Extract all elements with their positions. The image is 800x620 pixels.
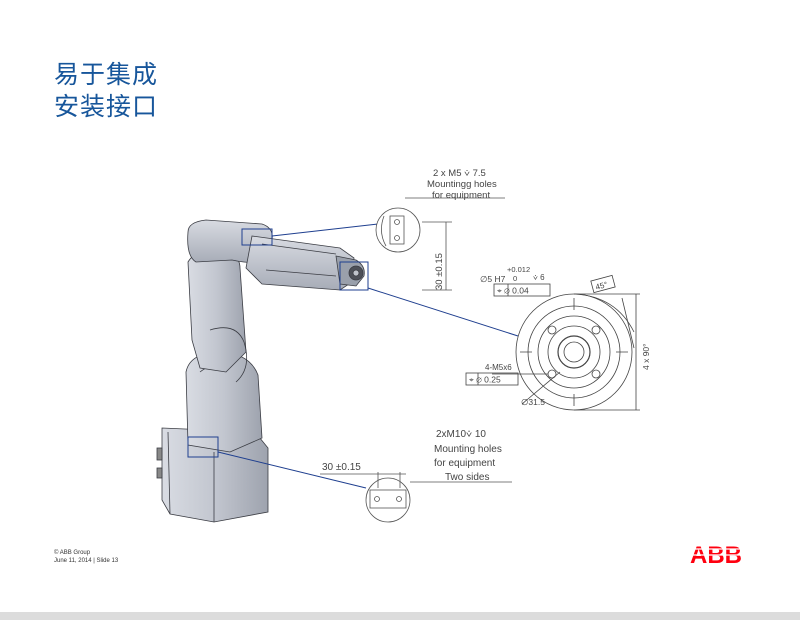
abb-logo: ABB [690, 542, 750, 567]
top-dimension: 30 ±0.15 [434, 253, 445, 290]
flange-pcd: ∅31.5 [521, 397, 545, 407]
bottom-bar [0, 612, 800, 620]
slide-title-line1: 易于集成 [54, 60, 159, 89]
robot-illustration [156, 219, 369, 523]
base-callout-line1: 2xM10⩒ 10 [436, 429, 486, 440]
highlight-box-base [187, 436, 219, 458]
flange-depth: ⩒ 6 [533, 273, 545, 282]
base-callout-line3: for equipment [434, 458, 495, 469]
footer: © ABB Group June 11, 2014 | Slide 13 [54, 549, 118, 565]
base-callout-line4: Two sides [445, 472, 489, 483]
top-callout-line2: Mountingg holes [427, 179, 497, 190]
flange-angle: 45° [594, 280, 608, 292]
robot-upper-arm [245, 235, 355, 291]
flange-tol-upper: +0.012 [507, 265, 530, 274]
flange-bore: ∅5 H7 [480, 274, 506, 284]
flange-holes: 4-M5x6 [485, 363, 512, 372]
footer-copyright: © ABB Group [54, 550, 91, 556]
leader-lines [217, 223, 519, 489]
robot-lower-arm [187, 249, 247, 373]
base-detail [320, 472, 512, 523]
flange-bore-callout: ∅5 H7 +0.012 0 ⩒ 6 ⌖ ∅ 0.04 [480, 265, 551, 297]
flange-angle-repeat: 4 x 90° [641, 343, 651, 370]
base-callout-line2: Mounting holes [434, 444, 502, 455]
top-callout-line1: 2 x M5 ⩒ 7.5 [433, 168, 486, 179]
flange-angle-callout: 45° [590, 274, 616, 294]
flange-tol-lower: 0 [513, 274, 517, 283]
flange-holes-tol: ⌖ ∅ 0.25 [469, 375, 501, 385]
flange-position-tol: ⌖ ∅ 0.04 [497, 286, 529, 296]
top-detail [375, 197, 505, 291]
footer-date-slide: June 11, 2014 | Slide 13 [54, 558, 119, 564]
highlight-box-top [241, 228, 273, 246]
highlight-box-flange [339, 261, 369, 291]
base-dimension: 30 ±0.15 [322, 462, 361, 473]
top-callout-line3: for equipment [432, 190, 490, 201]
slide-title-line2: 安装接口 [54, 92, 159, 121]
flange-detail [492, 293, 640, 411]
flange-holes-callout: 4-M5x6 ⌖ ∅ 0.25 [465, 363, 519, 386]
